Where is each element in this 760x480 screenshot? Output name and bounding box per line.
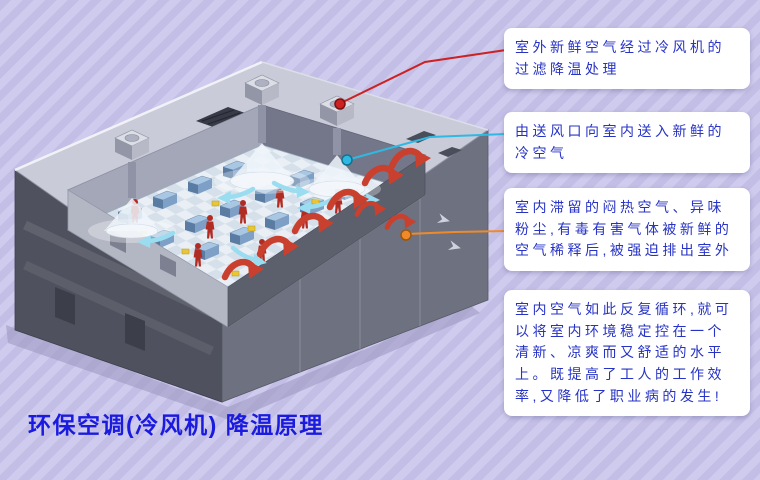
page-title: 环保空调(冷风机) 降温原理 xyxy=(28,412,324,438)
exterior-walls xyxy=(14,129,489,403)
ground-shadow xyxy=(6,305,480,421)
factory-illustration xyxy=(6,60,490,421)
callout-fresh-air-filtering: 室外新鲜空气经过冷风机的过滤降温处理 xyxy=(504,28,750,90)
supply-ducts xyxy=(128,105,341,198)
callout-supply-air: 由送风口向室内送入新鲜的冷空气 xyxy=(504,112,750,174)
callout-circulation: 室内空气如此反复循环,就可以将室内环境稳定控在一个清新、凉爽而又舒适的水平上。既… xyxy=(504,290,750,417)
roof-vent-grille xyxy=(196,107,248,128)
callout-exhaust-air: 室内滞留的闷热空气、异味粉尘,有毒有害气体被新鲜的空气稀释后,被强迫排出室外 xyxy=(504,188,750,272)
